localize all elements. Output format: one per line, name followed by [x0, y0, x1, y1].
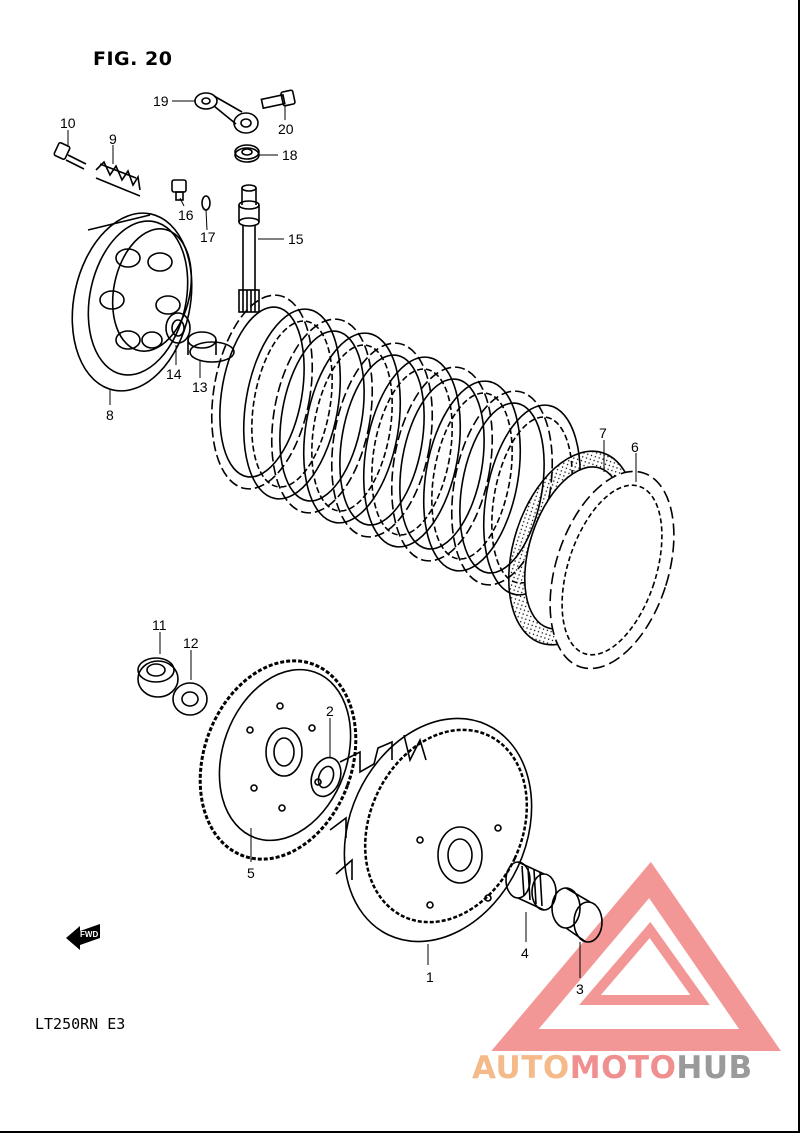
callout-18: 18: [282, 147, 298, 163]
callout-19: 19: [153, 93, 169, 109]
callout-20: 20: [278, 121, 294, 137]
callout-11: 11: [152, 617, 167, 633]
arm-bolt: [260, 89, 296, 110]
spring-bolt: [53, 141, 87, 170]
callout-13: 13: [192, 379, 208, 395]
callout-1: 1: [426, 969, 434, 985]
callout-6: 6: [631, 439, 639, 455]
callout-17: 17: [200, 229, 216, 245]
callout-labels: 1 2 3 4 5 6 7 8 9 10 11 12 13 14 15 16 1…: [60, 93, 639, 997]
callout-4: 4: [521, 945, 529, 961]
clutch-sleeve-hub: [198, 659, 358, 861]
fwd-label: FWD: [80, 930, 98, 939]
housing-spacer: [551, 887, 603, 943]
callout-15: 15: [288, 231, 304, 247]
driven-plate: [549, 470, 675, 670]
thrust-piece: [187, 331, 235, 363]
leader-lines: [67, 100, 637, 978]
forward-arrow-icon: FWD: [66, 924, 100, 950]
thrust-washer: [310, 756, 342, 798]
callout-8: 8: [106, 407, 114, 423]
figure-title: FIG. 20: [93, 48, 173, 70]
oil-seal: [234, 144, 260, 163]
push-rod-shaft: [238, 184, 260, 313]
watermark-part-auto: AUTO: [472, 1050, 570, 1086]
clutch-housing: [329, 717, 533, 943]
clutch-nut: [137, 657, 179, 698]
pressure-plate: [71, 212, 193, 392]
callout-2: 2: [326, 703, 334, 719]
release-arm: [194, 92, 259, 134]
callout-5: 5: [247, 865, 255, 881]
callout-10: 10: [60, 115, 76, 131]
watermark-logo: [491, 861, 781, 1051]
watermark-part-moto: MOTO: [569, 1050, 677, 1086]
callout-7: 7: [599, 425, 607, 441]
watermark-text: AUTOMOTOHUB: [472, 1050, 753, 1086]
callout-14: 14: [166, 366, 182, 382]
release-bearing: [165, 312, 191, 344]
small-bolt: [171, 179, 187, 201]
callout-12: 12: [183, 635, 199, 651]
lock-washer: [172, 682, 208, 716]
clutch-spring: [95, 160, 141, 197]
model-code: LT250RN E3: [35, 1015, 126, 1033]
watermark-part-hub: HUB: [676, 1050, 753, 1086]
callout-3: 3: [576, 981, 584, 997]
needle-bearing: [505, 861, 557, 911]
callout-16: 16: [178, 207, 194, 223]
small-washer: [201, 195, 211, 211]
callout-9: 9: [109, 131, 117, 147]
clutch-plate-stack: [210, 294, 582, 596]
